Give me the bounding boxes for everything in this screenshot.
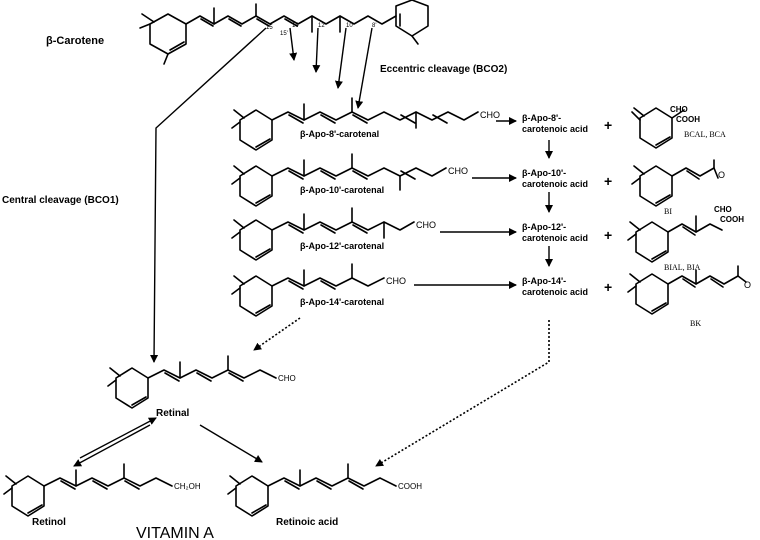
bial-label: BIAL, BIA: [664, 263, 701, 272]
retinoic-cooh: COOH: [398, 482, 422, 491]
retinoic-acid-label: Retinoic acid: [276, 517, 338, 528]
apo14-acid-line2: carotenoic acid: [522, 287, 588, 297]
retinol-structure: CH₂OH: [3, 463, 201, 517]
c8p-label: 8': [372, 23, 376, 29]
apo12-cho: CHO: [416, 220, 436, 230]
retinal-arrows: [73, 417, 263, 467]
apo14-carotenal-structure: CHO: [231, 263, 406, 317]
apo8-acid-line2: carotenoic acid: [522, 124, 588, 134]
c15p-label: 15': [280, 31, 288, 37]
apo10-acid-line2: carotenoic acid: [522, 179, 588, 189]
bk-oxygen: O: [744, 280, 751, 290]
apo12-acid-line1: β-Apo-12'-: [522, 222, 566, 232]
apo8-acid-line1: β-Apo-8'-: [522, 113, 561, 123]
apo12-carotenal-label: β-Apo-12'-carotenal: [300, 241, 384, 251]
beta-carotene-label: β-Carotene: [46, 35, 104, 47]
plus-sign-1: +: [604, 117, 612, 133]
bi-oxygen: O: [718, 170, 725, 180]
apo10-carotenal-label: β-Apo-10'-carotenal: [300, 185, 384, 195]
beta-carotene-structure: 15 15' 14' 12' 10' 8': [139, 0, 429, 65]
dotted-arrows: [253, 317, 550, 467]
bial-structure: CHO COOH BIAL, BIA: [627, 205, 744, 272]
apo8-carotenal-structure: CHO: [231, 97, 500, 151]
bi-label: BI: [664, 207, 672, 216]
bcal-cooh: COOH: [676, 115, 700, 124]
apo12-acid-line2: carotenoic acid: [522, 233, 588, 243]
eccentric-cleavage-label: Eccentric cleavage (BCO2): [380, 64, 507, 75]
bcal-label: BCAL, BCA: [684, 130, 726, 139]
c15-label: 15: [266, 25, 273, 31]
retinoic-acid-structure: COOH: [227, 463, 422, 517]
central-cleavage-label: Central cleavage (BCO1): [2, 195, 119, 206]
retinal-label: Retinal: [156, 408, 190, 419]
bi-structure: O BI: [631, 159, 725, 216]
bial-cho: CHO: [714, 205, 732, 214]
apo10-cho: CHO: [448, 166, 468, 176]
apo14-cho: CHO: [386, 276, 406, 286]
bk-structure: O BK: [627, 265, 751, 328]
apo8-carotenal-label: β-Apo-8'-carotenal: [300, 129, 379, 139]
bcal-cho: CHO: [670, 105, 688, 114]
plus-sign-2: +: [604, 173, 612, 189]
bial-cooh: COOH: [720, 215, 744, 224]
apo12-carotenal-structure: CHO: [231, 207, 436, 261]
apo14-carotenal-label: β-Apo-14'-carotenal: [300, 297, 384, 307]
bcal-structure: CHO COOH BCAL, BCA: [631, 105, 726, 149]
apo10-carotenal-structure: CHO: [231, 153, 468, 207]
plus-sign-3: +: [604, 227, 612, 243]
apo14-acid-line1: β-Apo-14'-: [522, 276, 566, 286]
vitamin-a-label: VITAMIN A: [136, 525, 214, 540]
bk-label: BK: [690, 319, 701, 328]
apo8-cho: CHO: [480, 110, 500, 120]
c10p-label: 10': [346, 23, 354, 29]
apo10-acid-line1: β-Apo-10'-: [522, 168, 566, 178]
retinal-structure: CHO: [107, 355, 296, 409]
c12p-label: 12': [318, 23, 326, 29]
plus-sign-4: +: [604, 279, 612, 295]
c14p-label: 14': [292, 23, 300, 29]
retinol-ch2oh: CH₂OH: [174, 482, 201, 491]
retinol-label: Retinol: [32, 517, 66, 528]
retinal-cho: CHO: [278, 374, 296, 383]
eccentric-cleavage-arrows: [150, 27, 373, 363]
oxidation-arrows: [414, 117, 553, 289]
